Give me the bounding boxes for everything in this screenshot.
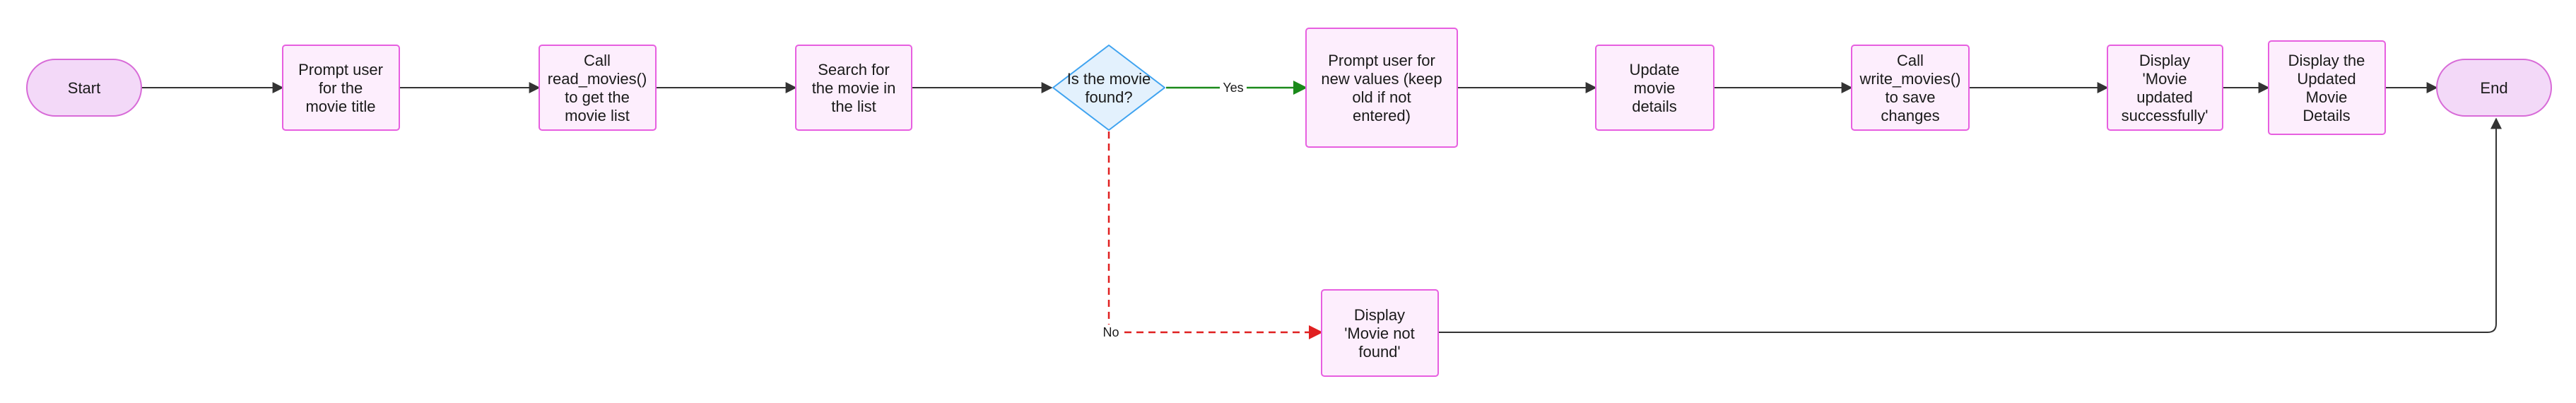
node-search-shape [795,45,912,131]
node-prompt-values-shape [1305,28,1458,148]
node-start: Start [26,59,142,117]
edge-no-label: No [1102,325,1119,339]
edge-yes-label: Yes [1223,81,1243,95]
edge-not-found-to-end [1438,117,2502,333]
node-display-updated-shape [2268,40,2386,135]
node-end-shape [2436,59,2552,117]
node-display-not-found-shape [1321,289,1439,377]
node-prompt-title-shape [282,45,400,131]
node-end-label: End [2480,79,2507,97]
edge-no [1107,132,1323,339]
node-start-label: Start [68,79,100,97]
node-call-read-shape [539,45,657,131]
edge-no-label-bg [1099,325,1123,340]
node-display-success-shape [2107,45,2223,131]
node-call-write-shape [1851,45,1970,131]
node-end: End [2436,59,2552,117]
node-update-details-shape [1595,45,1715,131]
edges: Yes No [141,80,2502,340]
node-decision-found-shape [1052,45,1165,131]
node-start-shape [26,59,142,117]
edge-yes-label-bg [1220,80,1247,95]
